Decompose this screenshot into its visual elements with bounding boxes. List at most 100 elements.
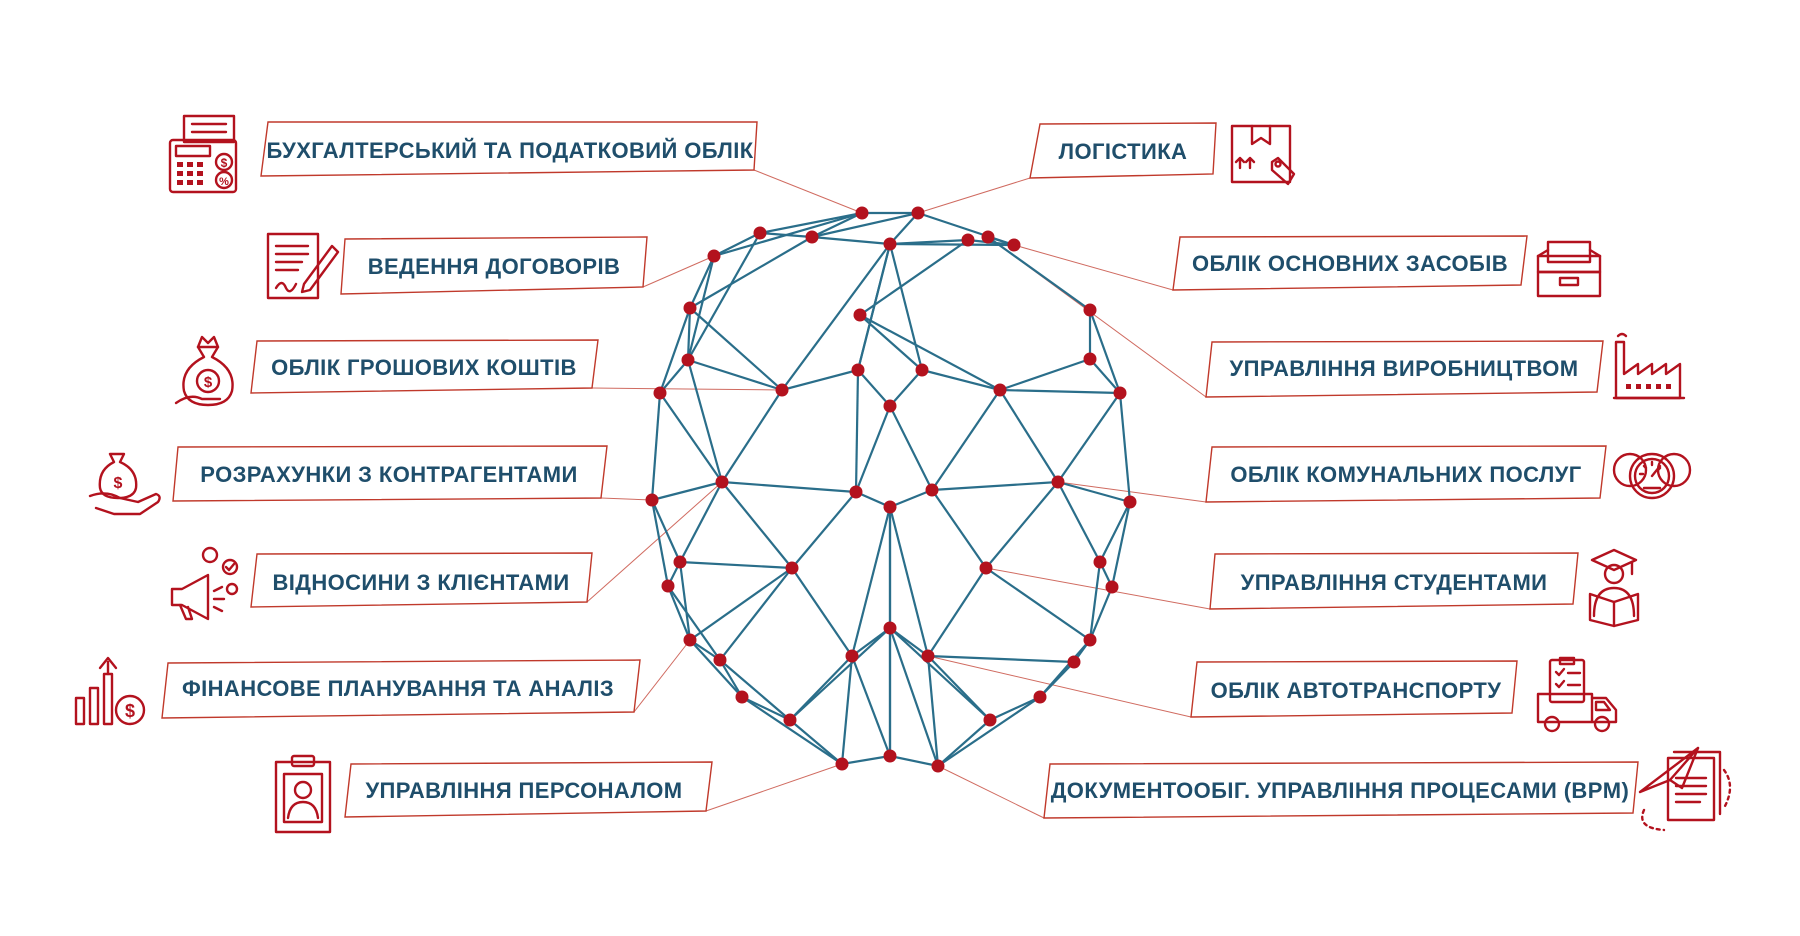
network-edge <box>999 389 1059 483</box>
network-node <box>993 383 1007 397</box>
network-edge <box>781 243 891 391</box>
network-edge <box>759 231 813 239</box>
connector-line <box>1013 244 1174 291</box>
network-node <box>979 561 993 575</box>
employee-badge-icon <box>274 754 332 834</box>
network-edge <box>689 567 793 641</box>
svg-text:$: $ <box>221 156 228 170</box>
label-box-accounting: БУХГАЛТЕРСЬКИЙ ТА ПОДАТКОВИЙ ОБЛІК <box>260 121 758 177</box>
network-edge <box>741 696 843 765</box>
network-edge <box>721 481 793 569</box>
connector-lines <box>586 169 1211 819</box>
network-node <box>883 749 897 763</box>
network-edges <box>650 211 1132 768</box>
network-edge <box>889 405 933 491</box>
network-edge <box>650 499 670 587</box>
network-edge <box>888 506 930 657</box>
network-node <box>925 483 939 497</box>
network-node <box>1083 352 1097 366</box>
network-edge <box>1088 586 1114 641</box>
network-edge <box>854 405 892 493</box>
network-node <box>961 233 975 247</box>
network-edge <box>1039 639 1091 698</box>
network-edge <box>989 696 1041 721</box>
network-edge <box>686 255 716 361</box>
student-icon <box>1588 548 1640 628</box>
network-node <box>715 475 729 489</box>
network-edge <box>789 719 843 765</box>
network-node <box>1067 655 1081 669</box>
network-edge <box>859 239 969 316</box>
growth-chart-icon: $ <box>74 656 146 726</box>
network-node <box>753 226 767 240</box>
network-edge <box>921 368 1001 392</box>
network-edge <box>719 567 793 661</box>
network-edge <box>791 567 853 657</box>
label-box-students: УПРАВЛІННЯ СТУДЕНТАМИ <box>1209 552 1579 610</box>
network-node <box>883 500 897 514</box>
network-edge <box>686 307 692 361</box>
label-box-bpm: ДОКУМЕНТООБІГ. УПРАВЛІННЯ ПРОЦЕСАМИ (BPM… <box>1043 761 1639 819</box>
network-edge <box>840 655 854 765</box>
network-edge <box>1118 392 1132 503</box>
network-edge <box>1088 309 1122 394</box>
network-edge <box>666 585 692 641</box>
network-node <box>849 485 863 499</box>
label-box-personnel: УПРАВЛІННЯ ПЕРСОНАЛОМ <box>344 761 713 818</box>
label-fixed-assets: ОБЛІК ОСНОВНИХ ЗАСОБІВ <box>1192 251 1508 276</box>
network-edge <box>850 506 892 657</box>
label-box-cash: ОБЛІК ГРОШОВИХ КОШТІВ <box>250 339 599 394</box>
network-edge <box>857 369 891 407</box>
network-node <box>835 757 849 771</box>
network-node <box>783 713 797 727</box>
network-node <box>1033 690 1047 704</box>
network-edge <box>679 560 793 570</box>
network-node <box>645 493 659 507</box>
paper-plane-document-icon <box>1638 746 1732 832</box>
connector-line <box>600 497 653 501</box>
contract-icon <box>266 232 340 300</box>
label-production: УПРАВЛІННЯ ВИРОБНИЦТВОМ <box>1230 356 1579 381</box>
network-edge <box>689 236 813 309</box>
network-edge <box>999 388 1121 395</box>
network-node <box>1051 475 1065 489</box>
factory-icon <box>1612 332 1686 400</box>
label-contracts: ВЕДЕННЯ ДОГОВОРІВ <box>368 254 621 279</box>
network-edge <box>859 314 1001 391</box>
label-box-vehicles: ОБЛІК АВТОТРАНСПОРТУ <box>1190 660 1518 718</box>
network-edge <box>679 481 723 563</box>
network-edge <box>927 567 987 657</box>
network-edge <box>651 480 723 502</box>
network-edge <box>1089 358 1121 394</box>
network-node <box>851 363 865 377</box>
network-edge <box>856 243 892 371</box>
network-node <box>921 649 935 663</box>
network-edge <box>713 232 761 257</box>
connector-line <box>591 387 783 391</box>
network-edge <box>689 255 715 309</box>
network-edge <box>987 236 1091 311</box>
connector-line <box>937 765 1045 819</box>
network-node <box>1083 303 1097 317</box>
label-box-production: УПРАВЛІННЯ ВИРОБНИЦТВОМ <box>1205 340 1604 398</box>
network-edge <box>931 389 1001 491</box>
svg-text:$: $ <box>114 475 123 492</box>
svg-text:%: % <box>219 176 229 188</box>
network-edge <box>741 696 791 721</box>
label-box-counterparties: РОЗРАХУНКИ З КОНТРАГЕНТАМИ <box>172 445 608 502</box>
connector-line <box>705 763 843 812</box>
network-edge <box>667 585 721 661</box>
network-edge <box>650 392 662 501</box>
network-edge <box>759 211 863 235</box>
label-counterparties: РОЗРАХУНКИ З КОНТРАГЕНТАМИ <box>200 462 577 487</box>
network-node <box>683 301 697 315</box>
network-node <box>911 206 925 220</box>
network-edge <box>781 368 859 392</box>
network-node <box>883 237 897 251</box>
label-personnel: УПРАВЛІННЯ ПЕРСОНАЛОМ <box>365 778 682 803</box>
label-students: УПРАВЛІННЯ СТУДЕНТАМИ <box>1241 570 1548 595</box>
network-edge <box>889 627 991 721</box>
network-node <box>1113 386 1127 400</box>
network-edge <box>678 561 692 641</box>
